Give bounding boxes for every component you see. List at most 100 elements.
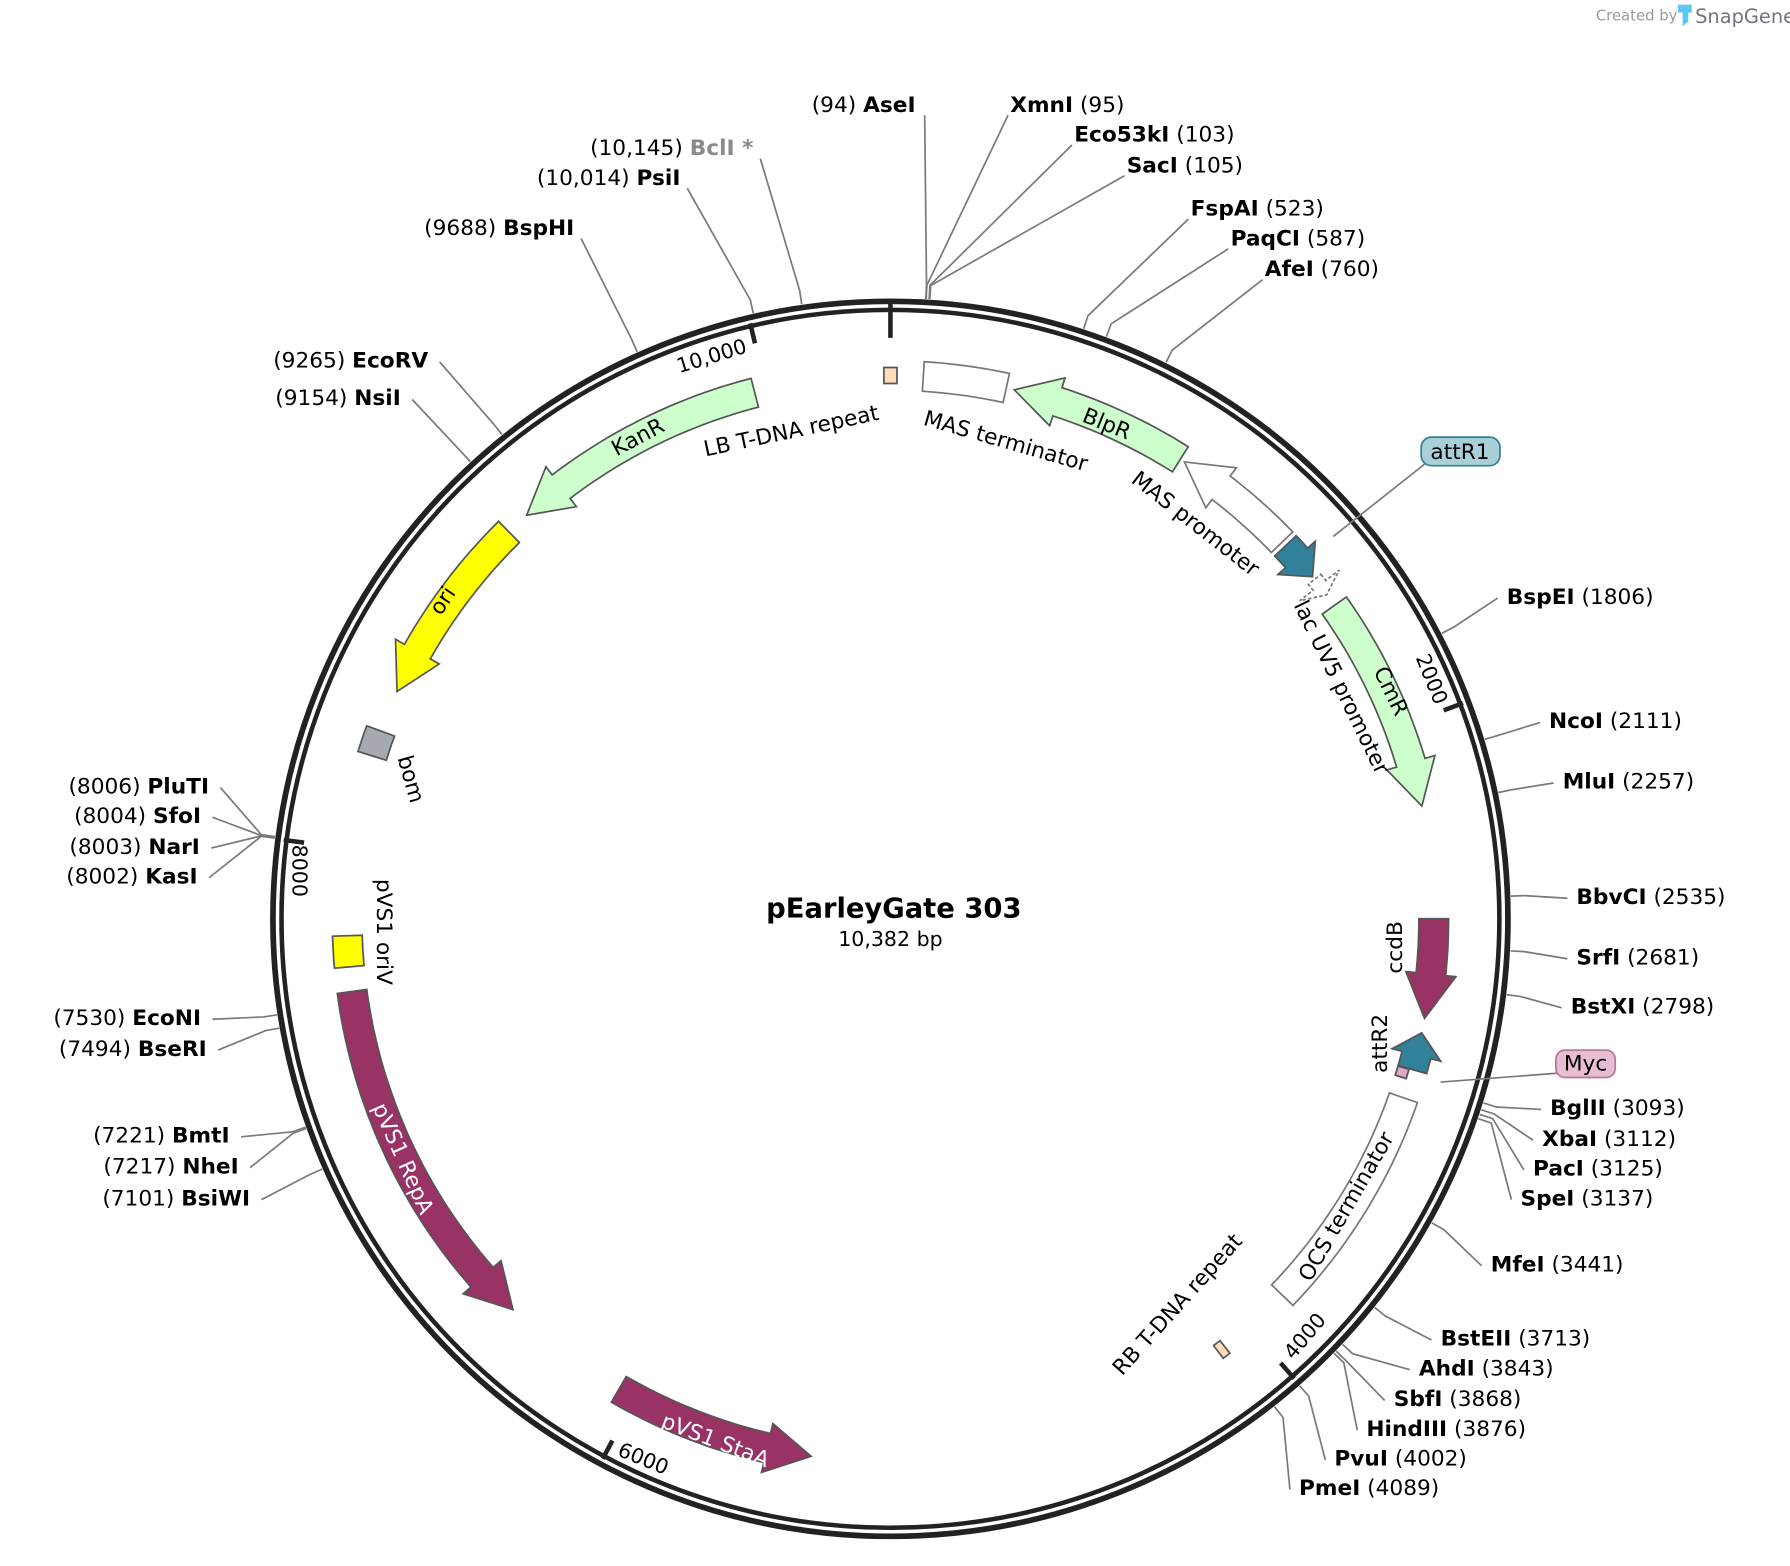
enzyme-site-ncoi[interactable]: NcoI (2111)	[1549, 709, 1682, 734]
enzyme-site-bseri[interactable]: (7494) BseRI	[59, 1037, 207, 1062]
feature-cmr[interactable]	[1321, 595, 1437, 808]
enzyme-label[interactable]: FspAI (523)	[1191, 197, 1324, 222]
enzyme-label[interactable]: (7494) BseRI	[59, 1037, 207, 1062]
enzyme-label[interactable]: (8006) PluTI	[68, 774, 209, 799]
feature-blpr[interactable]	[1012, 376, 1190, 474]
feature-attr1[interactable]	[1273, 534, 1317, 578]
feature-lac-uv5-promoter[interactable]	[1299, 569, 1340, 602]
enzyme-site-bmti[interactable]: (7221) BmtI	[93, 1124, 229, 1149]
enzyme-label[interactable]: NcoI (2111)	[1549, 709, 1682, 734]
enzyme-site-mlui[interactable]: MluI (2257)	[1563, 770, 1694, 795]
enzyme-site-eco53ki[interactable]: Eco53kI (103)	[1074, 123, 1234, 148]
enzyme-label[interactable]: (7217) NheI	[103, 1154, 238, 1179]
enzyme-site-xmni[interactable]: XmnI (95)	[1010, 93, 1124, 118]
enzyme-site-paci[interactable]: PacI (3125)	[1533, 1157, 1663, 1182]
enzyme-label[interactable]: SbfI (3868)	[1394, 1387, 1522, 1412]
enzyme-label[interactable]: XmnI (95)	[1010, 93, 1124, 118]
enzyme-label[interactable]: SpeI (3137)	[1520, 1186, 1653, 1211]
feature-pvs1-repa[interactable]	[336, 988, 515, 1311]
enzyme-site-paqci[interactable]: PaqCI (587)	[1231, 226, 1366, 251]
enzyme-label[interactable]: Eco53kI (103)	[1074, 123, 1234, 148]
enzyme-site-ecorv[interactable]: (9265) EcoRV	[273, 349, 428, 374]
enzyme-site-bcli[interactable]: (10,145) BclI *	[590, 136, 753, 161]
feature-mas-promoter[interactable]	[1183, 460, 1294, 554]
feature-pvs1-oriv[interactable]	[331, 934, 365, 970]
enzyme-label[interactable]: SacI (105)	[1127, 153, 1243, 178]
enzyme-site-afei[interactable]: AfeI (760)	[1265, 257, 1379, 282]
enzyme-site-bspei[interactable]: BspEI (1806)	[1507, 585, 1654, 610]
enzyme-site-spei[interactable]: SpeI (3137)	[1520, 1186, 1653, 1211]
enzyme-label[interactable]: MluI (2257)	[1563, 770, 1694, 795]
enzyme-site-saci[interactable]: SacI (105)	[1127, 153, 1243, 178]
enzyme-label[interactable]: PacI (3125)	[1533, 1157, 1663, 1182]
snapgene-credit[interactable]: Created by SnapGene	[1596, 4, 1790, 28]
enzyme-site-nari[interactable]: (8003) NarI	[69, 835, 199, 860]
enzyme-label[interactable]: (9265) EcoRV	[273, 349, 428, 374]
enzyme-site-psii[interactable]: (10,014) PsiI	[537, 166, 681, 191]
enzyme-site-econi[interactable]: (7530) EcoNI	[53, 1006, 201, 1031]
enzyme-label[interactable]: XbaI (3112)	[1542, 1127, 1676, 1152]
feature-bom[interactable]	[356, 724, 396, 762]
enzyme-label[interactable]: BstXI (2798)	[1571, 995, 1715, 1020]
enzyme-site-bsiwi[interactable]: (7101) BsiWI	[102, 1186, 250, 1211]
enzyme-site-bglii[interactable]: BglII (3093)	[1550, 1096, 1685, 1121]
enzyme-site-bsteii[interactable]: BstEII (3713)	[1441, 1327, 1591, 1352]
plasmid-length: 10,382 bp	[838, 927, 942, 951]
enzyme-label[interactable]: (8002) KasI	[66, 864, 197, 889]
feature-rb-t-dna-repeat[interactable]	[1212, 1339, 1232, 1360]
enzyme-label[interactable]: AhdI (3843)	[1419, 1356, 1554, 1381]
enzyme-site-sbfi[interactable]: SbfI (3868)	[1394, 1387, 1522, 1412]
feature-ori[interactable]	[394, 520, 521, 694]
feature-attr2[interactable]	[1389, 1031, 1443, 1075]
enzyme-site-fspai[interactable]: FspAI (523)	[1191, 197, 1324, 222]
enzyme-site-kasi[interactable]: (8002) KasI	[66, 864, 197, 889]
enzyme-label[interactable]: BstEII (3713)	[1441, 1327, 1591, 1352]
enzyme-label[interactable]: (8004) SfoI	[74, 804, 201, 829]
enzyme-label[interactable]: (94) AseI	[812, 93, 916, 118]
callout-myc[interactable]: Myc	[1440, 1049, 1617, 1083]
enzyme-site-nsii[interactable]: (9154) NsiI	[275, 386, 400, 411]
enzyme-label[interactable]: AfeI (760)	[1265, 257, 1379, 282]
enzyme-site-pluti[interactable]: (8006) PluTI	[68, 774, 209, 799]
enzyme-leader-line	[1506, 993, 1562, 1009]
callout-attr1[interactable]: attR1	[1332, 436, 1501, 538]
enzyme-label[interactable]: PvuI (4002)	[1334, 1447, 1466, 1472]
feature-mas-terminator[interactable]	[921, 360, 1011, 404]
enzyme-label[interactable]: BglII (3093)	[1550, 1096, 1685, 1121]
enzyme-label[interactable]: (10,145) BclI *	[590, 136, 753, 161]
enzyme-site-hindiii[interactable]: HindIII (3876)	[1366, 1417, 1526, 1442]
enzyme-site-pvui[interactable]: PvuI (4002)	[1334, 1447, 1466, 1472]
enzyme-label[interactable]: (7101) BsiWI	[102, 1186, 250, 1211]
feature-pvs1-staa[interactable]	[610, 1375, 813, 1474]
enzyme-label[interactable]: (7221) BmtI	[93, 1124, 229, 1149]
enzyme-label[interactable]: MfeI (3441)	[1491, 1253, 1624, 1278]
enzyme-label[interactable]: SrfI (2681)	[1576, 945, 1699, 970]
feature-lb-t-dna-repeat[interactable]	[882, 366, 898, 385]
enzyme-label[interactable]: (10,014) PsiI	[537, 166, 681, 191]
label-attr2: attR2	[1368, 1014, 1393, 1073]
feature-ccdb[interactable]	[1404, 917, 1458, 1021]
enzyme-site-nhei[interactable]: (7217) NheI	[103, 1154, 238, 1179]
enzyme-site-srfi[interactable]: SrfI (2681)	[1576, 945, 1699, 970]
enzyme-label[interactable]: BbvCI (2535)	[1576, 885, 1725, 910]
enzyme-site-bstxi[interactable]: BstXI (2798)	[1571, 995, 1715, 1020]
enzyme-label[interactable]: (8003) NarI	[69, 835, 199, 860]
feature-ocs-terminator[interactable]	[1270, 1091, 1419, 1307]
enzyme-label[interactable]: PaqCI (587)	[1231, 226, 1366, 251]
enzyme-label[interactable]: HindIII (3876)	[1366, 1417, 1526, 1442]
enzyme-site-pmei[interactable]: PmeI (4089)	[1299, 1476, 1439, 1501]
enzyme-label[interactable]: (7530) EcoNI	[53, 1006, 201, 1031]
enzyme-site-bsphi[interactable]: (9688) BspHI	[424, 216, 574, 241]
enzyme-site-sfoi[interactable]: (8004) SfoI	[74, 804, 201, 829]
enzyme-label[interactable]: (9154) NsiI	[275, 386, 400, 411]
enzyme-site-bbvci[interactable]: BbvCI (2535)	[1576, 885, 1725, 910]
enzyme-label[interactable]: PmeI (4089)	[1299, 1476, 1439, 1501]
enzyme-label[interactable]: (9688) BspHI	[424, 216, 574, 241]
enzyme-site-xbai[interactable]: XbaI (3112)	[1542, 1127, 1676, 1152]
feature-kanr[interactable]	[525, 377, 760, 517]
enzyme-site-asei[interactable]: (94) AseI	[812, 93, 916, 118]
feature-myc[interactable]	[1394, 1065, 1411, 1080]
enzyme-site-mfei[interactable]: MfeI (3441)	[1491, 1253, 1624, 1278]
enzyme-site-ahdi[interactable]: AhdI (3843)	[1419, 1356, 1554, 1381]
enzyme-label[interactable]: BspEI (1806)	[1507, 585, 1654, 610]
